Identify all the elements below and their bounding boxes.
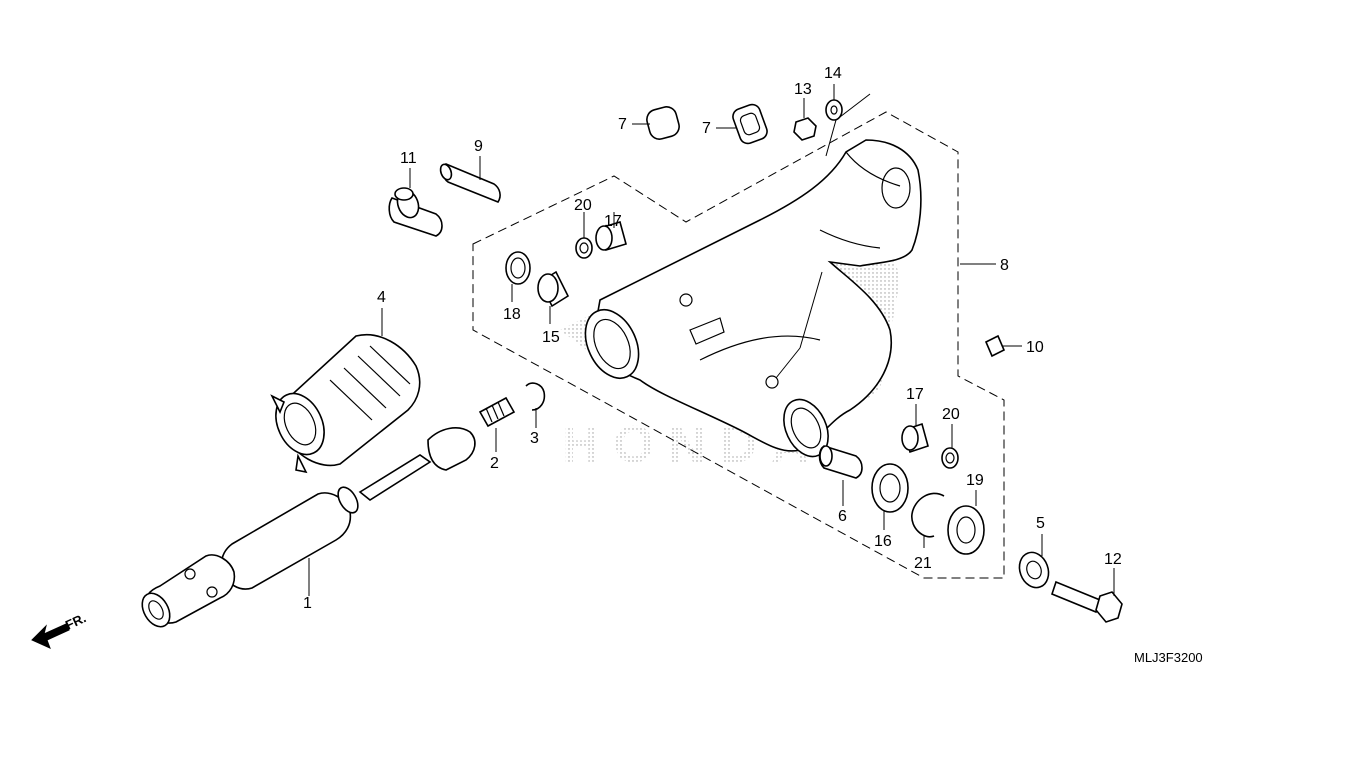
label-17b: 17 (906, 386, 924, 403)
assembly-boundary (472, 111, 1005, 579)
seal-19 (947, 505, 985, 555)
label-11: 11 (400, 150, 417, 167)
ring-20b (941, 447, 959, 469)
swingarm-body (560, 139, 922, 458)
circlip-3 (525, 382, 546, 411)
label-19: 19 (966, 472, 984, 489)
leader-lines (308, 84, 1115, 596)
boot (270, 333, 421, 474)
cap-7b (732, 103, 768, 145)
front-direction-label: FR. (63, 610, 88, 632)
label-20a: 20 (574, 197, 592, 214)
label-13: 13 (794, 81, 812, 98)
label-10: 10 (1026, 339, 1044, 356)
nut-13 (793, 117, 817, 141)
collar-5 (1018, 551, 1050, 589)
front-direction-arrow: FR. (31, 610, 88, 649)
label-12: 12 (1104, 551, 1122, 568)
bearing-17a (595, 220, 627, 252)
pin-9 (439, 163, 501, 203)
circlip-21 (911, 492, 945, 538)
bolt-12 (1051, 580, 1123, 623)
ring-20a (575, 237, 593, 259)
label-18: 18 (503, 306, 521, 323)
label-5: 5 (1036, 515, 1045, 532)
label-7b: 7 (702, 120, 711, 137)
label-14: 14 (824, 65, 842, 82)
label-3: 3 (530, 430, 539, 447)
label-4: 4 (377, 289, 386, 306)
label-21: 21 (914, 555, 932, 572)
label-7a: 7 (618, 116, 627, 133)
pivot-collar-6 (818, 445, 863, 479)
cap-7a (646, 106, 680, 140)
bearing-16 (871, 463, 909, 513)
spring (478, 396, 516, 428)
label-9: 9 (474, 138, 483, 155)
seal-18 (505, 251, 531, 285)
bolt-11 (388, 187, 443, 237)
bearing-15 (537, 270, 570, 308)
label-16: 16 (874, 533, 892, 550)
diagram-code: MLJ3F3200 (1134, 650, 1203, 665)
label-8: 8 (1000, 257, 1009, 274)
grommet-10 (984, 334, 1006, 358)
label-2: 2 (490, 455, 499, 472)
label-17a: 17 (604, 213, 622, 230)
label-6: 6 (838, 508, 847, 525)
label-1: 1 (303, 595, 312, 612)
drive-shaft (141, 427, 476, 628)
bearing-17b (901, 422, 929, 454)
label-20b: 20 (942, 406, 960, 423)
label-15: 15 (542, 329, 560, 346)
